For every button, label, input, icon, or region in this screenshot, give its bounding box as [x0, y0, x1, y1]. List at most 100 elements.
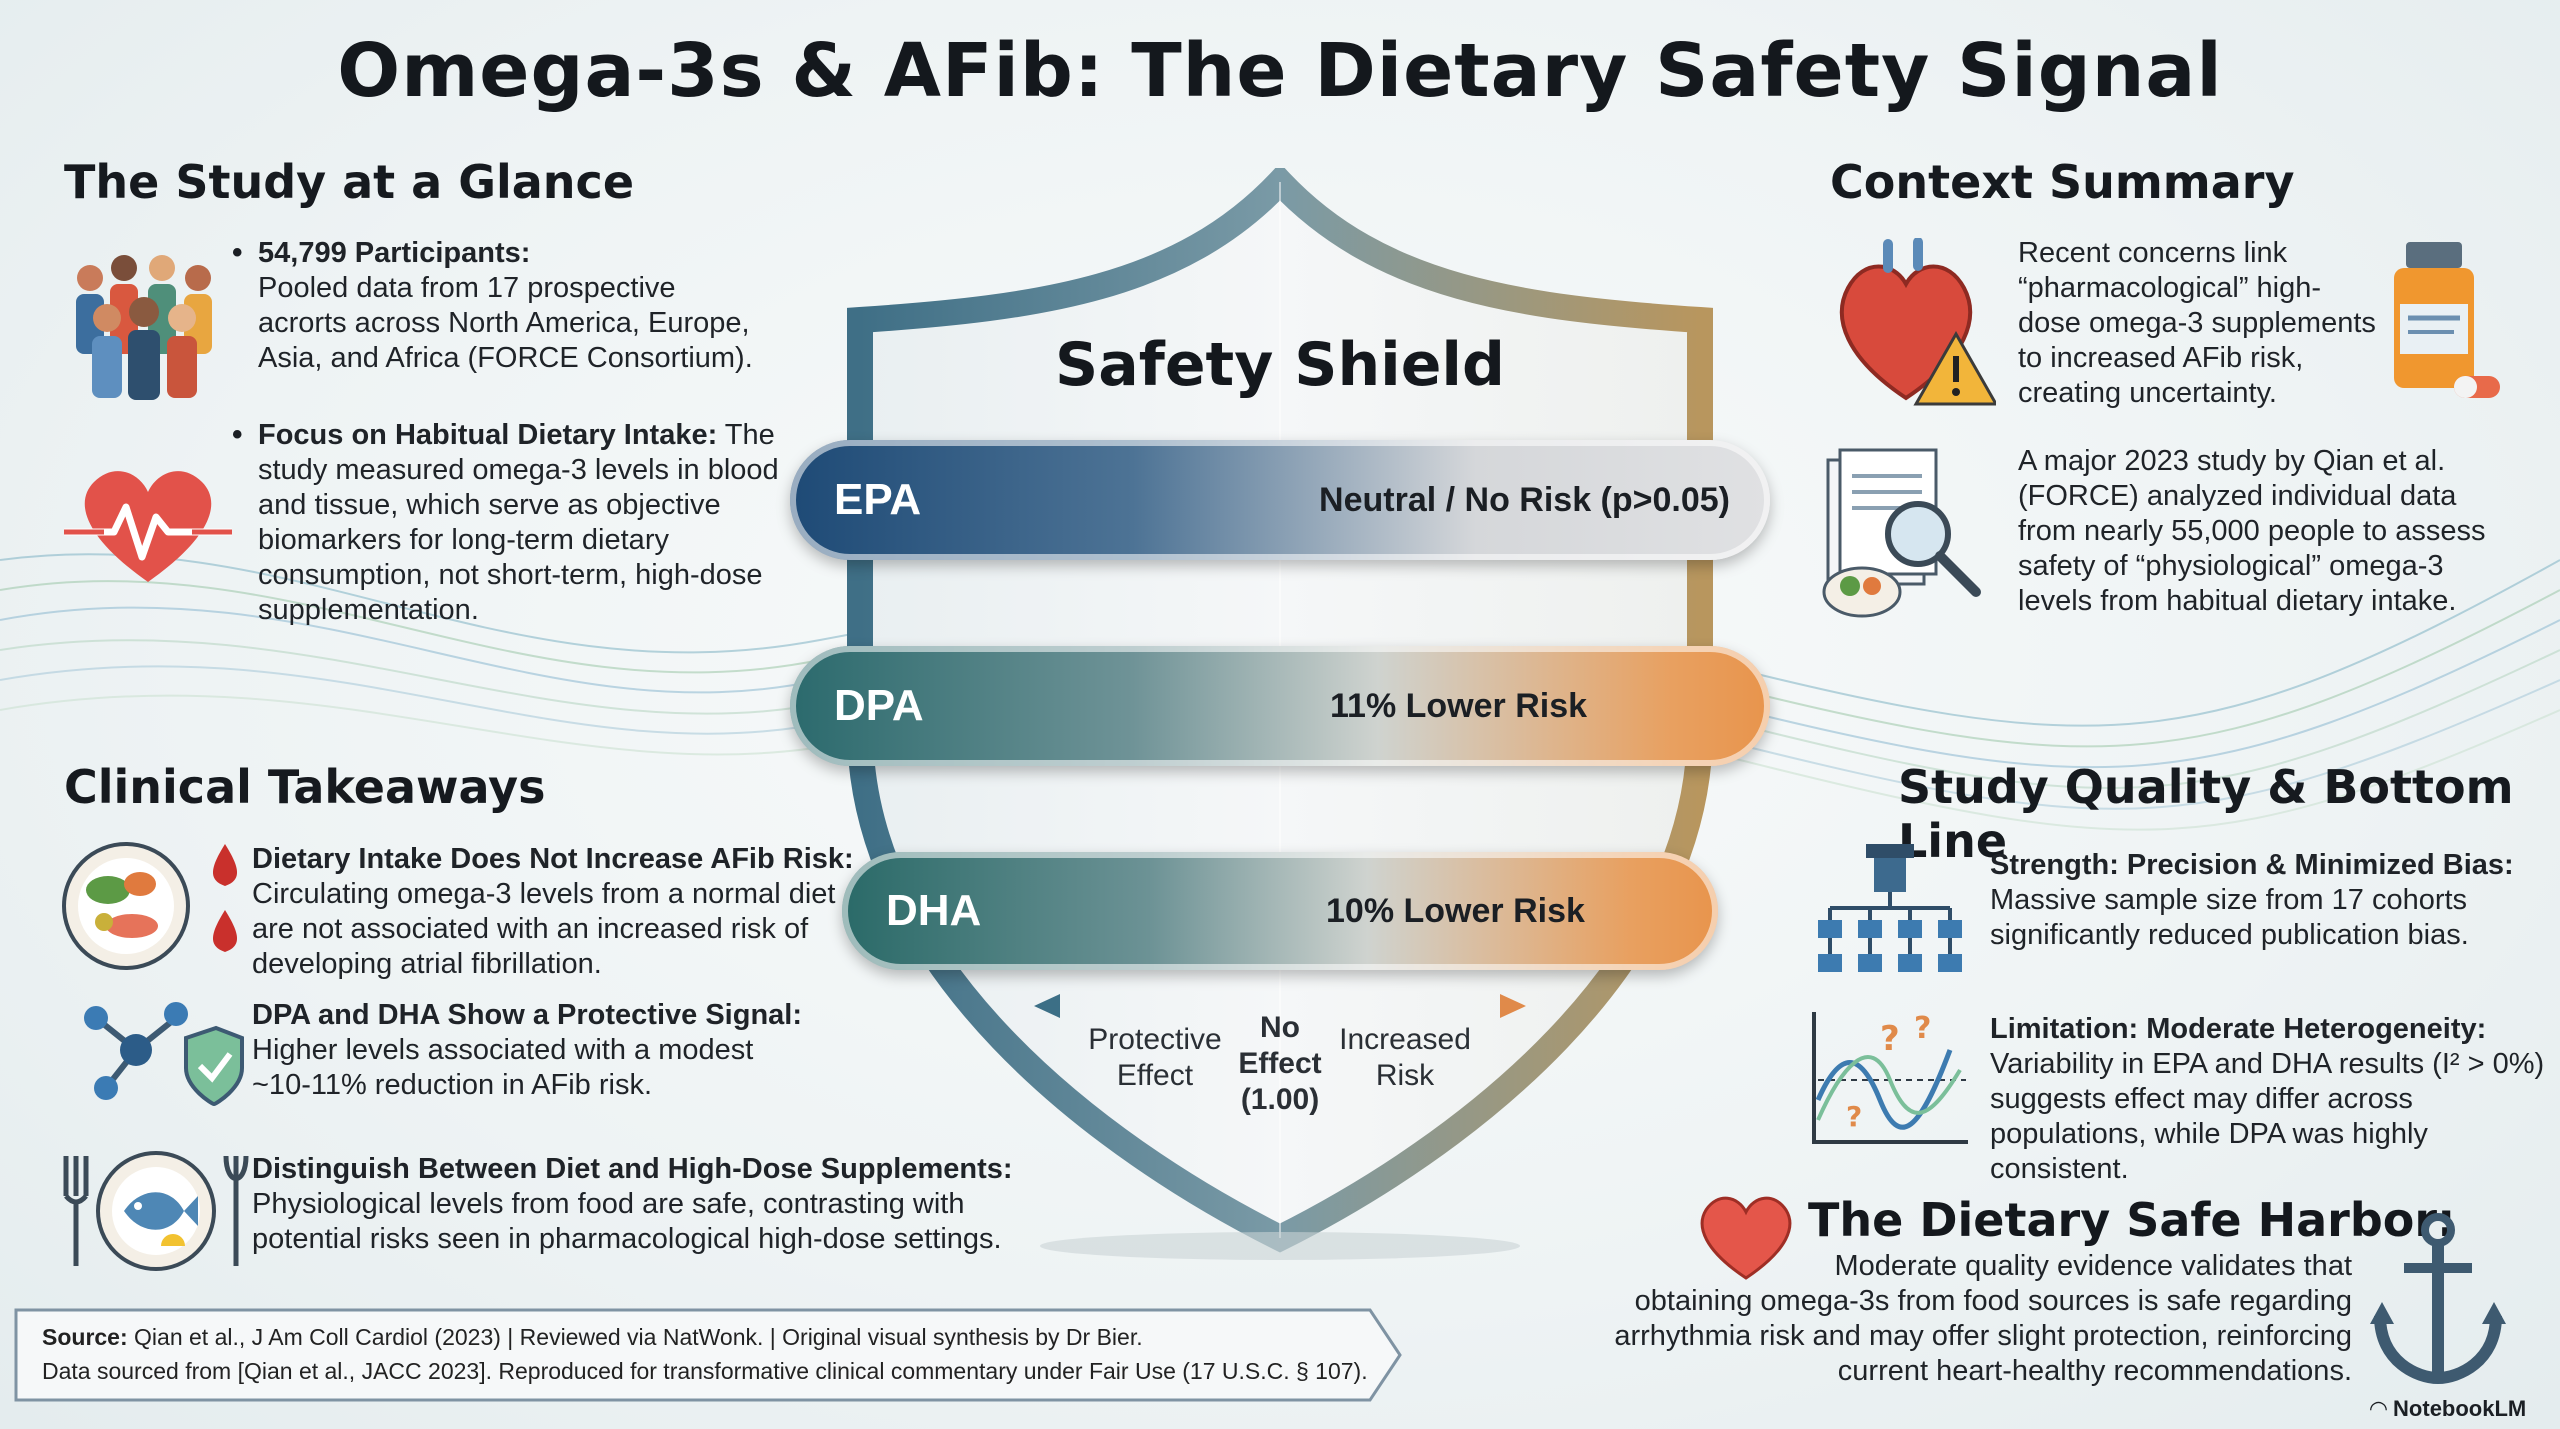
research-document-icon: [1822, 448, 1981, 618]
footer-line-1: Source: Qian et al., J Am Coll Cardiol (…: [42, 1324, 1143, 1351]
brand-logo: ◠ NotebookLM: [2370, 1396, 2526, 1422]
context-line: (FORCE) analyzed individual data: [2018, 480, 2457, 512]
study-at-glance-heading: The Study at a Glance: [64, 155, 635, 209]
svg-text:?: ?: [1914, 1011, 1931, 1046]
scale-increased: Increased Risk: [1330, 1022, 1480, 1094]
svg-text:?: ?: [1880, 1019, 1900, 1059]
limitation-block: Limitation: Moderate Heterogeneity: Vari…: [1990, 1012, 2550, 1187]
clinical-takeaways-heading: Clinical Takeaways: [64, 760, 546, 814]
dha-result: 10% Lower Risk: [1326, 891, 1585, 930]
page-title: Omega-3s & AFib: The Dietary Safety Sign…: [337, 28, 2223, 114]
heart-icon: [1700, 1196, 1792, 1280]
takeaway-line: Circulating omega-3 levels from a normal…: [252, 878, 836, 910]
context-para-1: Recent concerns link “pharmacological” h…: [2018, 236, 2398, 411]
footer-line-2: Data sourced from [Qian et al., JACC 202…: [42, 1358, 1368, 1384]
footer-source-text: Qian et al., J Am Coll Cardiol (2023) | …: [127, 1324, 1143, 1350]
epa-result: Neutral / No Risk (p>0.05): [1319, 480, 1730, 519]
safe-harbor-line: arrhythmia risk and may offer slight pro…: [1614, 1320, 2352, 1352]
context-line: from nearly 55,000 people to assess: [2018, 515, 2486, 547]
variability-graph-icon: ? ? ?: [1812, 1011, 1968, 1144]
footer: Source: Qian et al., J Am Coll Cardiol (…: [20, 1306, 1400, 1400]
habitual-intake-block: Focus on Habitual Dietary Intake: The st…: [258, 418, 818, 628]
dpa-result: 11% Lower Risk: [1330, 686, 1588, 725]
participants-line: acrorts across North America, Europe,: [258, 307, 750, 339]
takeaway-title: DPA and DHA Show a Protective Signal:: [252, 999, 803, 1031]
anchor-icon: [2370, 1213, 2506, 1385]
habitual-intake-title-tail: The: [717, 419, 775, 451]
bullet-dot: •: [232, 418, 243, 451]
context-line: Recent concerns link: [2018, 237, 2288, 269]
takeaway-line: Physiological levels from food are safe,…: [252, 1188, 965, 1220]
takeaway-line: Higher levels associated with a modest: [252, 1034, 754, 1066]
supplement-bottle-icon: [2394, 242, 2500, 398]
epa-label: EPA: [834, 475, 922, 524]
limitation-line: populations, while DPA was highly consis…: [1990, 1118, 2428, 1185]
safe-harbor-line: obtaining omega-3s from food sources is …: [1634, 1285, 2352, 1317]
scale-no-effect-line: No: [1260, 1011, 1300, 1044]
habitual-line: study measured omega-3 levels in blood: [258, 454, 779, 486]
strength-title: Strength: Precision & Minimized Bias:: [1990, 849, 2514, 881]
strength-block: Strength: Precision & Minimized Bias: Ma…: [1990, 848, 2550, 953]
heart-warning-icon: [1839, 238, 1996, 406]
takeaway-2: DPA and DHA Show a Protective Signal: Hi…: [252, 998, 872, 1103]
scale-protective-line: Protective: [1088, 1023, 1222, 1056]
brand-name: NotebookLM: [2393, 1396, 2527, 1421]
participants-line: Asia, and Africa (FORCE Consortium).: [258, 342, 753, 374]
shield-title: Safety Shield: [1055, 330, 1505, 400]
context-line: dose omega-3 supplements: [2018, 307, 2376, 339]
strength-line: significantly reduced publication bias.: [1990, 919, 2469, 951]
effect-scale-arrow: [1034, 994, 1526, 1018]
takeaway-1: Dietary Intake Does Not Increase AFib Ri…: [252, 842, 872, 982]
context-line: safety of “physiological” omega-3: [2018, 550, 2444, 582]
takeaway-title: Dietary Intake Does Not Increase AFib Ri…: [252, 843, 854, 875]
molecule-shield-icon: [84, 1002, 244, 1107]
dha-bar: DHA 10% Lower Risk: [842, 852, 1718, 970]
takeaway-3: Distinguish Between Diet and High-Dose S…: [252, 1152, 1032, 1257]
scale-protective-line: Effect: [1116, 1059, 1194, 1092]
limitation-title: Limitation: Moderate Heterogeneity:: [1990, 1013, 2487, 1045]
limitation-line: Variability in EPA and DHA results (I² >…: [1990, 1048, 2545, 1080]
participants-line: Pooled data from 17 prospective: [258, 272, 676, 304]
scale-no-effect: No Effect (1.00): [1220, 1010, 1340, 1118]
participants-title: 54,799 Participants:: [258, 237, 531, 269]
dpa-bar: DPA 11% Lower Risk: [790, 646, 1770, 766]
takeaway-line: ~10-11% reduction in AFib risk.: [252, 1069, 653, 1101]
safe-harbor-line: Moderate quality evidence validates that: [1834, 1250, 2352, 1282]
bullet-dot: •: [232, 236, 243, 269]
participants-block: 54,799 Participants: Pooled data from 17…: [258, 236, 818, 376]
dpa-label: DPA: [834, 681, 924, 730]
scale-no-effect-line: Effect: [1238, 1047, 1322, 1080]
scale-no-effect-line: (1.00): [1240, 1083, 1320, 1116]
scale-protective: Protective Effect: [1080, 1022, 1230, 1094]
takeaway-line: are not associated with an increased ris…: [252, 913, 809, 945]
epa-bar: EPA Neutral / No Risk (p>0.05): [790, 440, 1770, 560]
limitation-line: suggests effect may differ across: [1990, 1083, 2413, 1115]
svg-text:?: ?: [1846, 1100, 1862, 1133]
dha-label: DHA: [886, 886, 982, 935]
context-line: levels from habitual dietary intake.: [2018, 585, 2457, 617]
takeaway-title: Distinguish Between Diet and High-Dose S…: [252, 1153, 1013, 1185]
scale-increased-line: Increased: [1339, 1023, 1471, 1056]
context-line: creating uncertainty.: [2018, 377, 2277, 409]
footer-source-label: Source:: [42, 1324, 128, 1350]
strength-line: Massive sample size from 17 cohorts: [1990, 884, 2468, 916]
heart-pulse-icon: [64, 471, 232, 582]
healthy-food-plate-icon: [62, 842, 238, 970]
context-line: to increased AFib risk,: [2018, 342, 2304, 374]
takeaway-line: potential risks seen in pharmacological …: [252, 1223, 1002, 1255]
habitual-line: and tissue, which serve as objective: [258, 489, 721, 521]
takeaway-line: developing atrial fibrillation.: [252, 948, 602, 980]
habitual-line: consumption, not short-term, high-dose: [258, 559, 763, 591]
context-line: “pharmacological” high-: [2018, 272, 2322, 304]
study-quality-heading: Study Quality & Bottom Line: [1898, 760, 2514, 868]
context-line: A major 2023 study by Qian et al.: [2018, 445, 2446, 477]
context-para-2: A major 2023 study by Qian et al. (FORCE…: [2018, 444, 2538, 619]
habitual-intake-title: Focus on Habitual Dietary Intake:: [258, 419, 718, 451]
people-group-icon: [76, 255, 212, 400]
safe-harbor-heading: The Dietary Safe Harbor:: [1808, 1193, 2456, 1247]
habitual-line: biomarkers for long-term dietary: [258, 524, 669, 556]
notebooklm-icon: ◠: [2370, 1396, 2387, 1421]
context-summary-heading: Context Summary: [1830, 155, 2295, 209]
fish-plate-icon: [63, 1151, 249, 1271]
habitual-line: supplementation.: [258, 594, 479, 626]
